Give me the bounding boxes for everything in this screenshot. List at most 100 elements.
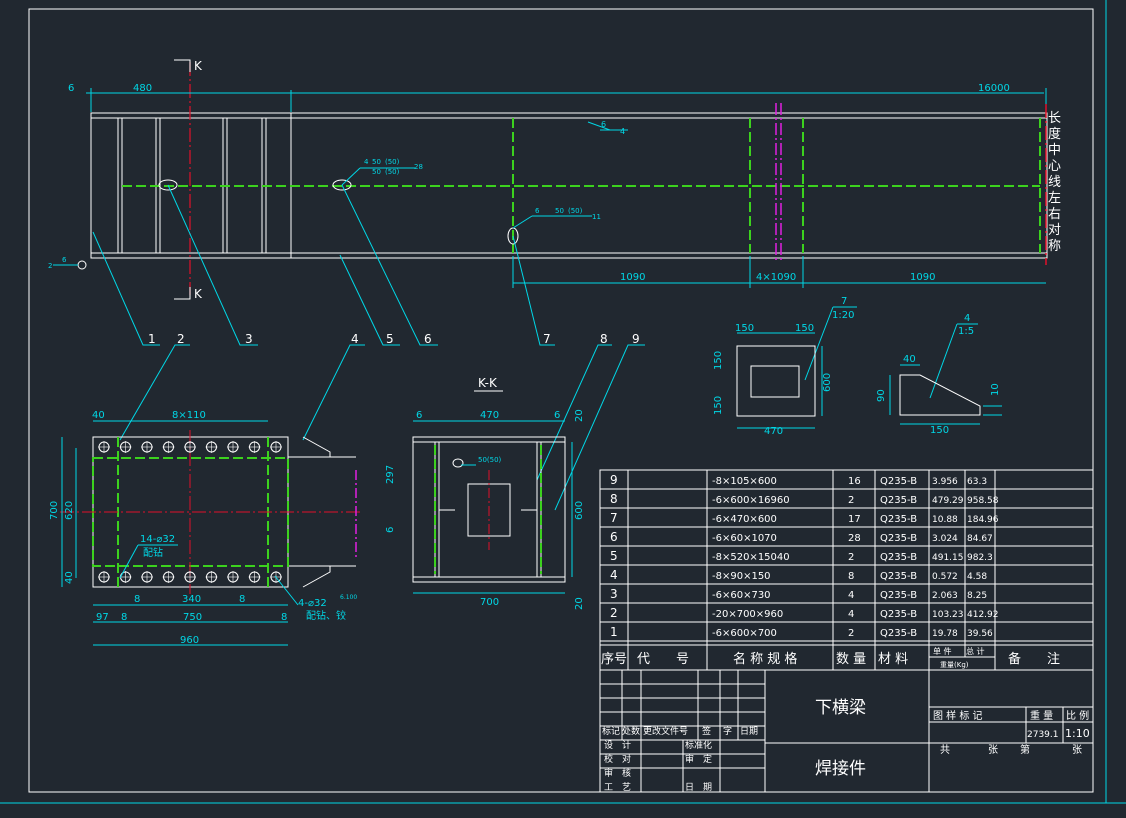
weld-3d: 11 bbox=[592, 213, 601, 221]
bv-b4: 8 bbox=[281, 612, 287, 623]
bom-cell-mat: Q235-B bbox=[880, 590, 917, 601]
d4-w: 150 bbox=[930, 425, 949, 436]
bv-mid1: 8 bbox=[134, 594, 140, 605]
scale-label: 比 例 bbox=[1066, 709, 1089, 722]
d7-h: 600 bbox=[822, 373, 833, 392]
balloon-4: 4 bbox=[351, 332, 359, 346]
dim-total: 16000 bbox=[978, 83, 1010, 94]
dim-seg-a: 1090 bbox=[620, 272, 645, 283]
kk-bottom: 700 bbox=[480, 597, 499, 608]
weld-3a: 6 bbox=[535, 207, 540, 215]
bom-cell-mat: Q235-B bbox=[880, 571, 917, 582]
bom-cell-mat: Q235-B bbox=[880, 476, 917, 487]
bom-cell-unit: 2.063 bbox=[932, 591, 958, 601]
role-date: 日 期 bbox=[685, 782, 712, 793]
weld-notes-main: 6 4 4 50 (50) 50 (50) 28 6 50 (50) 11 2 … bbox=[48, 120, 628, 270]
bom-cell-total: 63.3 bbox=[967, 477, 987, 487]
symmetry-note-char: 中 bbox=[1048, 143, 1061, 158]
hole-note-1: 14-⌀32 bbox=[140, 534, 175, 545]
bom-header-name: 名 称 规 格 bbox=[733, 651, 797, 667]
bom-cell-no: 4 bbox=[610, 568, 618, 582]
kk-h3: 600 bbox=[574, 501, 585, 520]
bom-header-total: 总 计 bbox=[966, 646, 985, 656]
total-weight: 2739.1 bbox=[1027, 730, 1059, 740]
bom-header-mat: 材 料 bbox=[878, 652, 908, 667]
dim-seg-c: 1090 bbox=[910, 272, 935, 283]
kk-h2: 6 bbox=[385, 527, 396, 533]
section-mark-top: K bbox=[174, 59, 203, 73]
rev-h-4: 字 bbox=[723, 725, 732, 737]
rev-h-5: 日期 bbox=[740, 726, 758, 737]
rev-h-3: 签 bbox=[702, 725, 711, 737]
balloon-3: 3 bbox=[245, 332, 253, 346]
bom-cell-no: 2 bbox=[610, 606, 618, 620]
weight-label: 重 量 bbox=[1030, 709, 1053, 722]
bom-cell-mat: Q235-B bbox=[880, 609, 917, 620]
weld-2b: 50 bbox=[372, 158, 381, 166]
role-craft: 工 艺 bbox=[604, 782, 631, 793]
dim-seg-b: 4×1090 bbox=[756, 272, 796, 283]
section-kk-dimensions: 6 470 6 20 297 6 600 700 20 bbox=[385, 409, 585, 610]
bom-cell-unit: 10.88 bbox=[932, 515, 958, 525]
d7-a: 150 bbox=[735, 323, 754, 334]
weld-3b: 50 bbox=[555, 207, 564, 215]
bom-cell-qty: 4 bbox=[848, 609, 854, 620]
d7-b: 150 bbox=[795, 323, 814, 334]
title-block: 下横梁 焊接件 图 样 标 记 重 量 比 例 2739.1 1:10 共 张 … bbox=[599, 669, 1094, 793]
bom-cell-total: 982.3 bbox=[967, 553, 993, 563]
symmetry-note-char: 长 bbox=[1048, 111, 1061, 126]
bom-cell-qty: 17 bbox=[848, 514, 861, 525]
bom-cell-spec: -20×700×960 bbox=[712, 609, 783, 620]
symmetry-note-char: 线 bbox=[1048, 175, 1061, 190]
bom-cell-qty: 2 bbox=[848, 628, 854, 639]
bom-cell-spec: -6×470×600 bbox=[712, 514, 777, 525]
bom-cell-unit: 3.956 bbox=[932, 477, 958, 487]
bom-cell-qty: 2 bbox=[848, 495, 854, 506]
bom-cell-qty: 2 bbox=[848, 552, 854, 563]
drawing-border bbox=[28, 8, 1094, 793]
bv-height: 700 bbox=[49, 501, 60, 520]
weld-2e: (50) bbox=[385, 168, 400, 176]
balloon-leaders bbox=[92, 184, 645, 511]
bom-cell-mat: Q235-B bbox=[880, 552, 917, 563]
bv-b3: 750 bbox=[183, 612, 202, 623]
section-mark-bottom: K bbox=[174, 287, 203, 301]
kk-h1: 297 bbox=[385, 465, 396, 484]
main-elevation-view bbox=[77, 62, 1048, 295]
bom-cell-mat: Q235-B bbox=[880, 514, 917, 525]
bom-cell-qty: 8 bbox=[848, 571, 854, 582]
bom-header-remark: 备 注 bbox=[1008, 651, 1060, 667]
bom-header-qty: 数 量 bbox=[836, 652, 866, 667]
section-mark-label: K bbox=[194, 59, 203, 73]
main-dimensions: 6 480 16000 1090 4×1090 1090 bbox=[68, 83, 1047, 288]
bom-cell-no: 9 bbox=[610, 473, 618, 487]
detail7-title: 7 bbox=[841, 296, 847, 307]
section-weld: 50(50) bbox=[478, 456, 502, 464]
balloon-6: 6 bbox=[424, 332, 432, 346]
role-audit: 审 核 bbox=[604, 767, 631, 779]
balloon-2: 2 bbox=[177, 332, 185, 346]
bv-top-left: 40 bbox=[92, 410, 105, 421]
kk-r2: 20 bbox=[574, 597, 585, 610]
weld-4b: 6 bbox=[62, 256, 67, 264]
sheet-nth: 第 bbox=[1020, 743, 1030, 756]
symmetry-note-char: 度 bbox=[1048, 126, 1061, 142]
bom-header-weight: 重量(Kg) bbox=[940, 661, 969, 669]
kk-t1: 6 bbox=[416, 410, 422, 421]
bom-cell-mat: Q235-B bbox=[880, 495, 917, 506]
detail7-scale: 1:20 bbox=[832, 310, 854, 321]
sheet-unit-2: 张 bbox=[1072, 744, 1082, 756]
weld-1b: 4 bbox=[620, 127, 625, 136]
kk-t2: 6 bbox=[554, 410, 560, 421]
balloon-1: 1 bbox=[148, 332, 156, 346]
section-kk-view: K-K 50(50) bbox=[412, 376, 566, 583]
bom-cell-unit: 491.15 bbox=[932, 553, 964, 563]
bom-cell-unit: 19.78 bbox=[932, 629, 958, 639]
bom-cell-spec: -8×520×15040 bbox=[712, 552, 790, 563]
bom-cell-total: 184.96 bbox=[967, 515, 999, 525]
balloon-7: 7 bbox=[543, 332, 551, 346]
bom-cell-qty: 16 bbox=[848, 476, 861, 487]
